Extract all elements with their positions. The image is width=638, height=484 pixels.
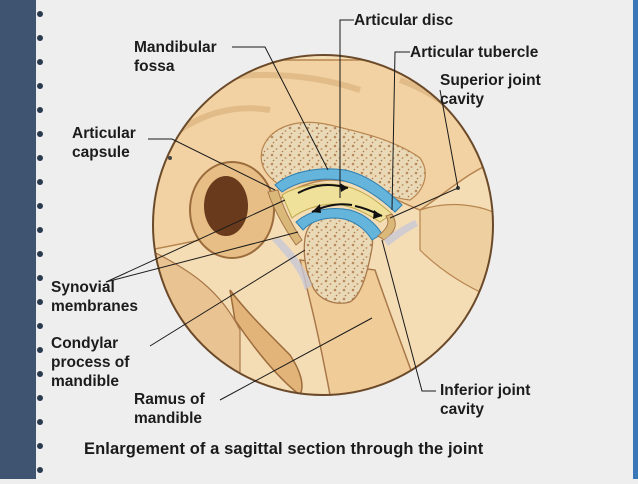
articular-disc-shape — [281, 183, 393, 223]
label-synovial-membranes: Synovial membranes — [51, 279, 139, 315]
leader-superior-joint-cavity — [389, 89, 459, 219]
anterior-arrowhead — [373, 210, 382, 219]
leader-mandibular-fossa — [232, 46, 329, 171]
marker-dot — [168, 156, 172, 160]
leader-synovial-1 — [105, 199, 286, 283]
label-inferior-joint-cavity: Inferior joint cavity — [440, 382, 531, 418]
side-band-dots — [37, 11, 43, 473]
inferior-arrowhead — [312, 204, 321, 213]
label-superior-joint-cavity: Superior joint cavity — [440, 72, 541, 108]
leader-condylar-process — [149, 249, 306, 347]
label-condylar-process: Condylar process of mandible — [51, 335, 130, 390]
fossa-cartilage — [274, 168, 403, 213]
left-side-band — [0, 0, 36, 479]
leader-synovial-2 — [105, 231, 299, 283]
leader-lines — [105, 19, 459, 401]
leader-articular-capsule — [148, 138, 276, 191]
condyle-cartilage — [295, 208, 383, 241]
leader-articular-disc — [339, 19, 354, 198]
ear-canal-opening — [204, 176, 248, 236]
superior-arrowhead — [340, 183, 348, 192]
figure-caption: Enlargement of a sagittal section throug… — [84, 440, 484, 458]
leader-ramus — [219, 317, 373, 401]
styloid-process — [229, 289, 303, 395]
zygomatic-area — [419, 203, 493, 301]
label-articular-disc: Articular disc — [354, 12, 454, 29]
leader-inferior-joint-cavity — [381, 239, 436, 392]
capsule-layer-right — [377, 213, 396, 241]
label-ramus-of-mandible: Ramus of mandible — [134, 391, 205, 427]
enlargement-circle-border — [152, 54, 494, 396]
label-articular-tubercle: Articular tubercle — [410, 44, 539, 61]
right-side-strip — [633, 0, 638, 479]
label-articular-capsule: Articular capsule — [72, 125, 136, 161]
leader-articular-tubercle — [391, 51, 410, 211]
enlargement-content — [153, 59, 493, 395]
capsule-membrane — [272, 238, 312, 290]
capsule-membrane-right — [384, 220, 418, 246]
label-mandibular-fossa: Mandibular fossa — [134, 39, 217, 75]
